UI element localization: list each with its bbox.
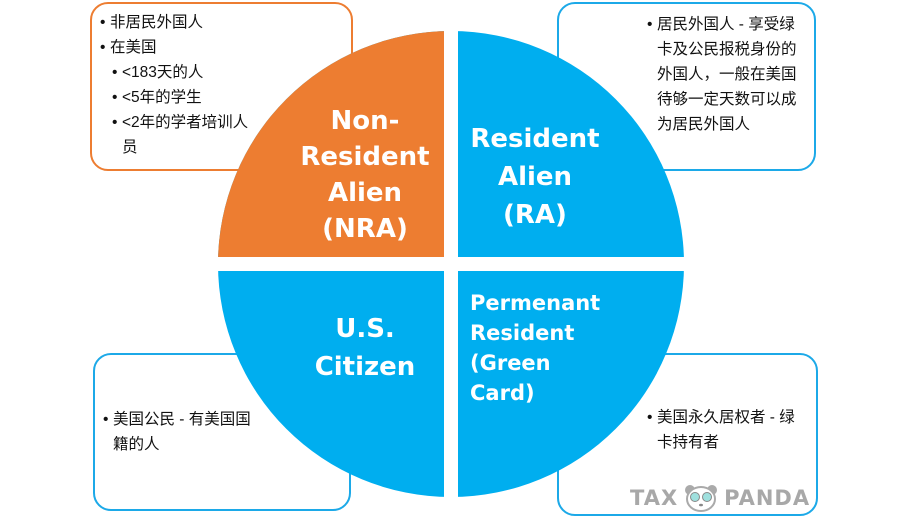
panda-icon [685, 485, 718, 512]
list-item: <183天的人 [112, 60, 343, 85]
label-line: Resident [300, 142, 430, 172]
tax-panda-logo: TAX PANDA [630, 484, 810, 512]
list-item: <2年的学者培训人员 [112, 110, 262, 160]
nra-label: Non- Resident Alien (NRA) [290, 103, 440, 247]
list-item: <5年的学生 [112, 85, 343, 110]
label-line: Alien [497, 162, 573, 192]
label-line: Card) [470, 381, 535, 405]
list-item: 美国永久居权者 - 绿卡持有者 [647, 405, 808, 455]
label-line: Resident [470, 321, 575, 345]
label-line: (Green [470, 351, 551, 375]
label-line: (RA) [503, 200, 567, 230]
list-item: 非居民外国人 [100, 10, 343, 35]
divider-horizontal [210, 257, 695, 271]
pr-label: Permenant Resident (Green Card) [470, 288, 600, 408]
nra-quadrant [218, 31, 451, 264]
label-line: Non- [330, 106, 400, 136]
logo-text-right: PANDA [724, 486, 811, 510]
label-line: U.S. [335, 314, 395, 344]
label-line: (NRA) [322, 214, 408, 244]
label-line: Permenant [470, 291, 601, 315]
label-line: Resident [470, 124, 600, 154]
label-line: Citizen [314, 352, 416, 382]
list-item: 美国公民 - 有美国国籍的人 [103, 407, 259, 457]
list-item: 居民外国人 - 享受绿卡及公民报税身份的外国人，一般在美国待够一定天数可以成为居… [647, 12, 806, 137]
ra-label: Resident Alien (RA) [460, 120, 610, 234]
label-line: Alien [327, 178, 403, 208]
citizen-label: U.S. Citizen [290, 310, 440, 386]
list-item: 在美国 [100, 35, 343, 60]
logo-text-left: TAX [630, 486, 679, 510]
